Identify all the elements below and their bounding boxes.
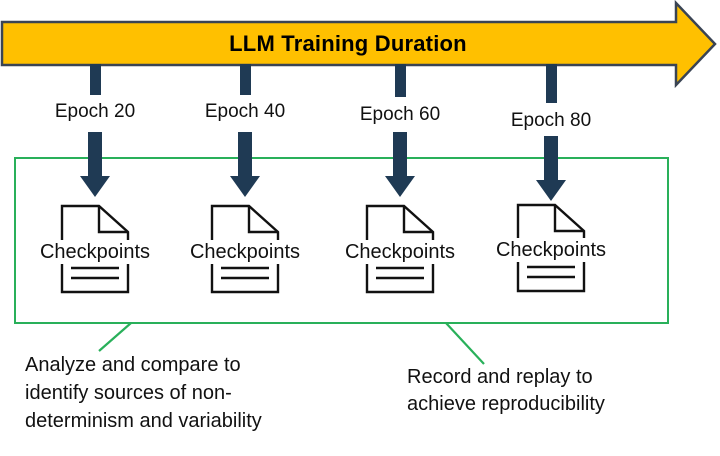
epoch-label: Epoch 20 [54,101,136,122]
epoch-label: Epoch 80 [510,110,592,131]
down-arrow-icon [80,132,110,197]
leader-line-left [98,322,132,352]
document-icon [210,204,280,294]
epoch-label: Epoch 40 [204,101,286,122]
banner-title: LLM Training Duration [229,30,467,56]
checkpoint-label: Checkpoints [330,240,470,264]
timeline-tick [545,64,557,103]
checkpoint-label: Checkpoints [481,238,621,262]
caption-record-replay: Record and replay to achieve reproducibi… [407,366,605,415]
leader-line-right [445,322,485,365]
checkpoint-label: Checkpoints [25,240,165,264]
timeline-tick [394,64,406,97]
down-arrow-icon [385,132,415,197]
timeline-tick [89,64,101,95]
down-arrow-icon [536,136,566,201]
checkpoint-label: Checkpoints [175,240,315,264]
epoch-label: Epoch 60 [359,104,441,125]
caption-analyze: Analyze and compare to identify sources … [25,354,262,432]
timeline-tick [239,64,251,95]
right-arrow-banner-icon [0,0,717,89]
checkpoints-group-box [14,157,669,324]
down-arrow-icon [230,132,260,197]
